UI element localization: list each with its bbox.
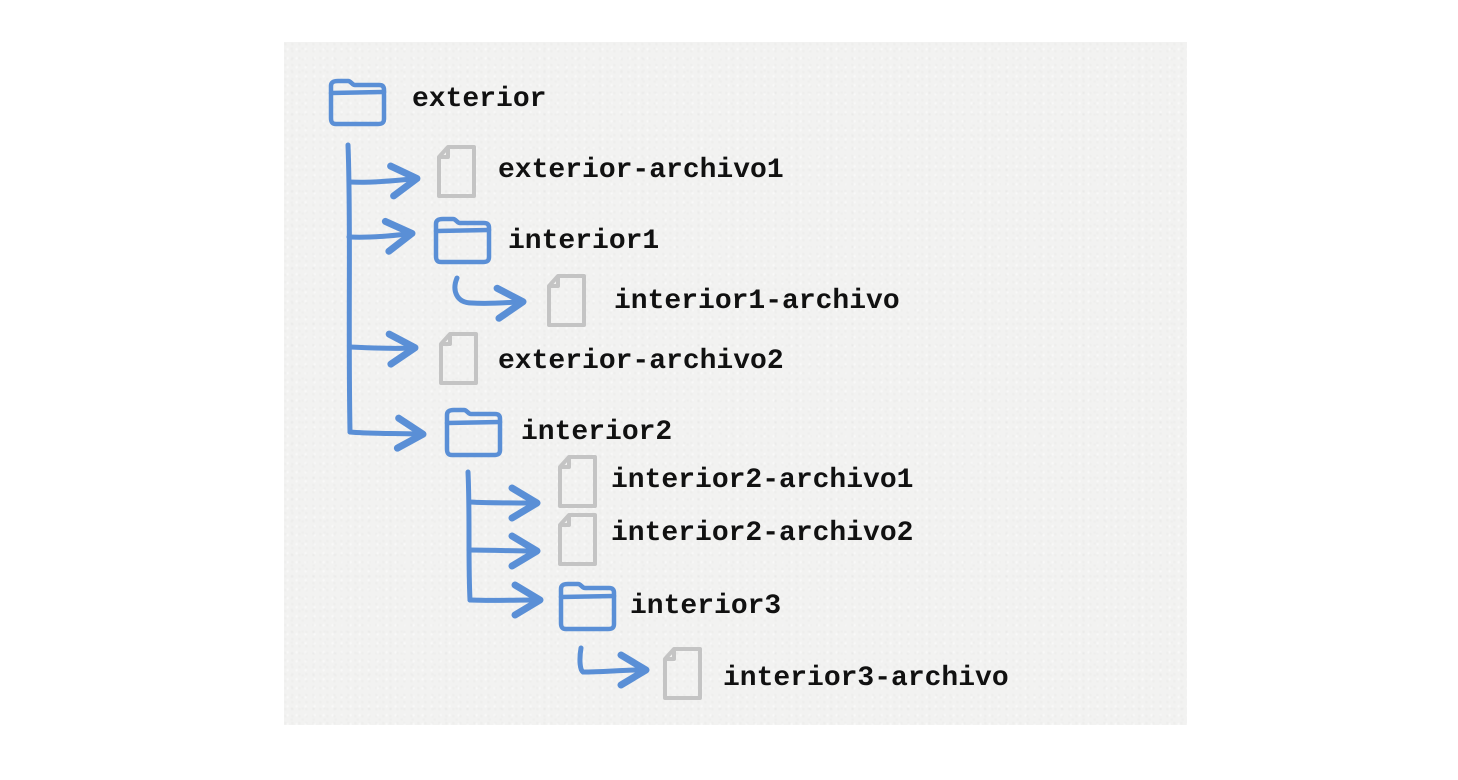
folder-icon <box>433 216 492 265</box>
node-label-exterior-archivo1: exterior-archivo1 <box>498 155 784 186</box>
node-label-interior2-archivo1: interior2-archivo1 <box>611 465 914 496</box>
node-label-interior1-archivo: interior1-archivo <box>614 286 900 317</box>
node-label-exterior: exterior <box>412 84 547 115</box>
connector-root-trunk <box>345 142 353 435</box>
node-label-interior2: interior2 <box>521 417 673 448</box>
connector-interior2-archivo1 <box>466 484 541 522</box>
node-label-interior3-archivo: interior3-archivo <box>723 663 1009 694</box>
connector-interior2-archivo2 <box>466 532 541 570</box>
node-label-interior2-archivo2: interior2-archivo2 <box>611 518 914 549</box>
connector-interior2-trunk <box>465 469 473 603</box>
file-icon <box>558 513 597 566</box>
node-label-interior1: interior1 <box>508 226 660 257</box>
connector-interior3-archivo <box>577 645 650 689</box>
connector-exterior-archivo2 <box>347 330 419 368</box>
paper-background <box>284 42 1187 725</box>
connector-exterior-archivo1 <box>346 162 421 200</box>
file-icon <box>663 647 702 700</box>
file-icon <box>558 455 597 508</box>
connector-interior1 <box>346 217 416 255</box>
folder-icon <box>444 407 503 458</box>
folder-icon <box>328 78 387 127</box>
folder-icon <box>558 581 617 632</box>
node-label-exterior-archivo2: exterior-archivo2 <box>498 346 784 377</box>
file-icon <box>439 332 478 385</box>
node-label-interior3: interior3 <box>630 591 782 622</box>
file-icon <box>547 274 586 327</box>
connector-interior1-archivo <box>452 275 527 322</box>
file-icon <box>437 145 476 198</box>
connector-interior2 <box>347 414 427 452</box>
